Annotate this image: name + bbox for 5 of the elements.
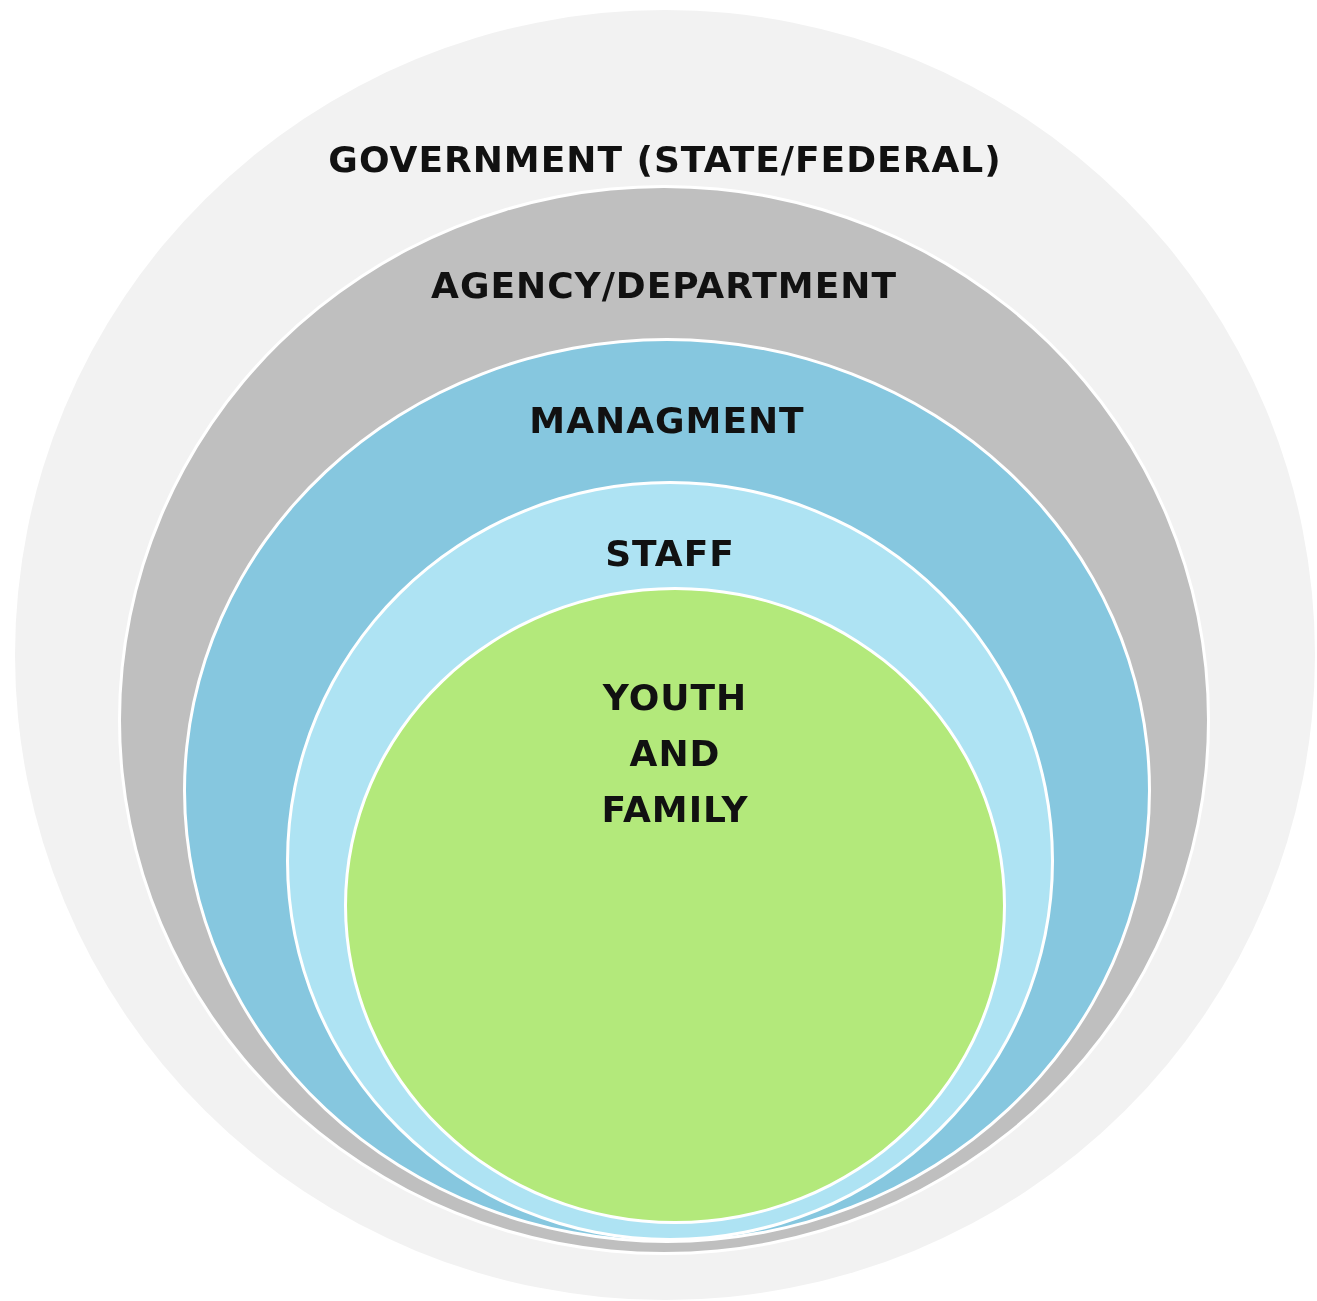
layer-label: MANAGMENT: [529, 399, 805, 443]
layer-label: STAFF: [605, 532, 735, 576]
layer-label: YOUTH AND FAMILY: [600, 676, 750, 832]
layer-label: GOVERNMENT (STATE/FEDERAL): [328, 138, 1002, 182]
layer-label: AGENCY/DEPARTMENT: [431, 264, 897, 308]
